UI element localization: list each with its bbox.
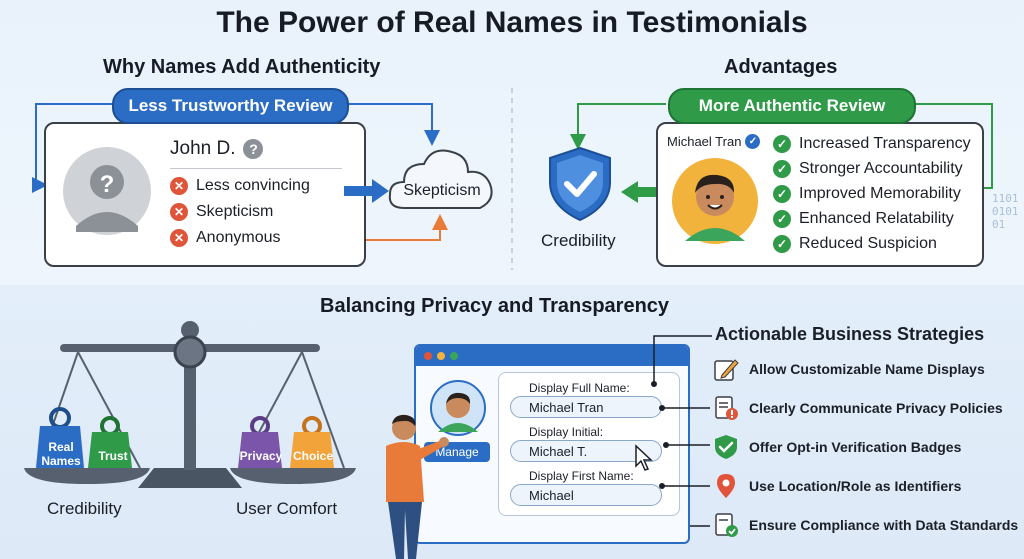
strategy-item: Ensure Compliance with Data Standards [713,510,1018,540]
strategy-item: Clearly Communicate Privacy Policies [713,393,1003,423]
check-circle-icon: ✓ [773,185,791,203]
positive-item-label: Enhanced Relatability [799,210,954,227]
arrow-right-icon [344,179,389,203]
x-circle-icon: ✕ [170,229,188,247]
binary-decoration: 1101 0101 01 [992,192,1019,231]
binary-line: 01 [992,218,1006,231]
balance-heading: Balancing Privacy and Transparency [320,295,670,317]
window-dot [424,352,432,360]
less-trustworthy-pill: Less Trustworthy Review [112,88,349,124]
cursor-icon [635,444,653,471]
arrow-left-icon [621,181,666,203]
profile-avatar-icon [430,380,486,436]
balance-scale-icon [24,321,356,488]
positive-item-label: Stronger Accountability [799,160,963,177]
cloud-label: Skepticism [403,182,481,199]
field-label: Display Full Name: [529,381,630,395]
reviewer-name: Michael Tran [667,134,742,149]
check-circle-icon: ✓ [773,160,791,178]
window-dot [437,352,445,360]
credibility-side-label: Credibility [47,499,122,518]
strategy-label: Allow Customizable Name Displays [749,361,985,377]
positive-item: ✓ Improved Memorability [773,185,961,203]
shield-check-icon [715,435,737,459]
user-avatar-icon [672,158,758,244]
svg-text:?: ? [100,171,115,198]
anonymous-name-row: John D. ? [170,138,264,160]
negative-item: ✕ Less convincing [170,177,310,195]
full-name-field[interactable]: Michael Tran [510,396,662,418]
check-circle-icon: ✓ [773,210,791,228]
x-circle-icon: ✕ [170,177,188,195]
negative-item-label: Less convincing [196,177,310,194]
person-pointing-icon [386,414,449,559]
cloud-icon [388,149,493,209]
binary-line: 0101 [992,205,1019,218]
page-title: The Power of Real Names in Testimonials [216,6,808,39]
weight-label: Real Names [41,440,81,468]
weight-label: Trust [98,449,128,463]
document-warning-icon [715,396,738,420]
user-comfort-label: User Comfort [236,499,338,518]
name-divider [170,168,342,169]
positive-item-label: Improved Memorability [799,185,961,202]
location-pin-icon [717,474,735,498]
window-dot [450,352,458,360]
positive-item: ✓ Reduced Suspicion [773,235,937,253]
pencil-note-icon [714,359,739,381]
weight-label: Privacy [239,449,283,463]
credibility-label: Credibility [541,231,616,250]
weight-label: Choice [292,449,333,463]
reviewer-name: John D. [170,138,236,159]
top-connectors [32,88,993,270]
field-label: Display Initial: [529,425,604,439]
browser-titlebar [416,346,688,366]
strategy-connectors [651,335,712,527]
verified-badge-icon: ✓ [745,134,761,149]
anonymous-avatar-icon: ? [63,147,151,235]
negative-item: ✕ Anonymous [170,229,281,247]
x-circle-icon: ✕ [170,203,188,221]
negative-item-label: Anonymous [196,229,281,246]
positive-item: ✓ Enhanced Relatability [773,210,954,228]
check-circle-icon: ✓ [773,135,791,153]
strategy-item: Offer Opt-in Verification Badges [713,432,961,462]
more-authentic-pill: More Authentic Review [668,88,916,124]
strategy-item: Allow Customizable Name Displays [713,354,985,384]
left-heading: Why Names Add Authenticity [103,56,381,78]
positive-item-label: Reduced Suspicion [799,235,937,252]
binary-line: 1101 [992,192,1019,205]
check-circle-icon: ✓ [773,235,791,253]
document-check-icon [715,513,738,537]
right-heading: Advantages [724,56,838,78]
negative-item-label: Skepticism [196,203,274,220]
strategy-label: Offer Opt-in Verification Badges [749,439,962,455]
field-label: Display First Name: [529,469,634,483]
negative-item: ✕ Skepticism [170,203,273,221]
positive-item: ✓ Stronger Accountability [773,160,963,178]
positive-item-label: Increased Transparency [799,135,971,152]
shield-check-icon [549,146,611,222]
first-name-field[interactable]: Michael [510,484,662,506]
question-mark-icon: ? [243,139,264,159]
positive-item: ✓ Increased Transparency [773,135,971,153]
initial-field[interactable]: Michael T. [510,440,662,462]
strategy-label: Ensure Compliance with Data Standards [749,517,1019,533]
verified-name-row: Michael Tran ✓ [667,134,761,149]
strategy-label: Use Location/Role as Identifiers [749,478,962,494]
strategy-label: Clearly Communicate Privacy Policies [749,400,1003,416]
strategy-item: Use Location/Role as Identifiers [713,471,961,501]
strategies-heading: Actionable Business Strategies [715,324,985,344]
